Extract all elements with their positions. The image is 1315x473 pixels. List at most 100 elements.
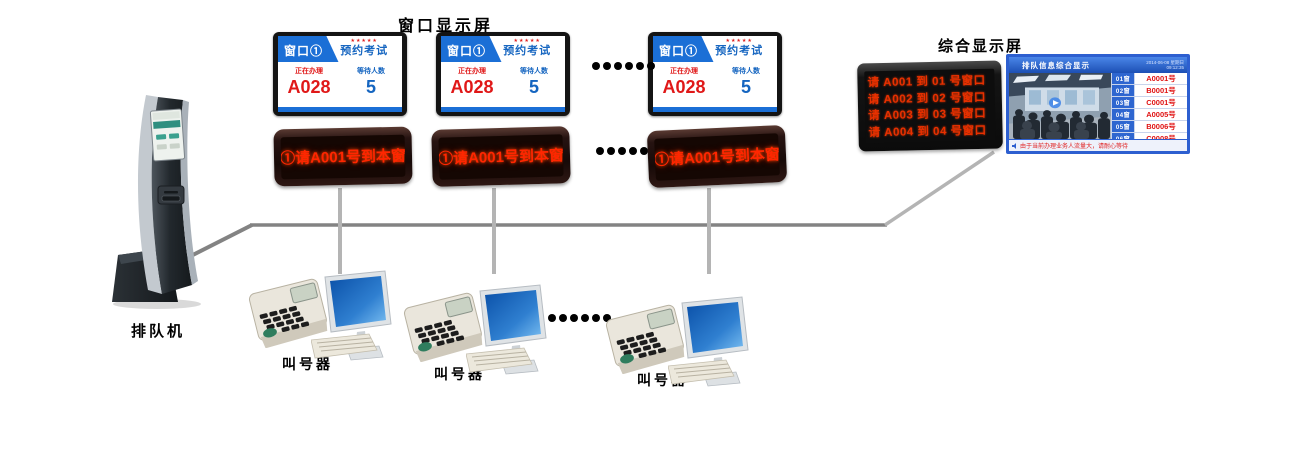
stars-row: ★★★★★	[725, 38, 753, 44]
window-name: 窗口①	[659, 44, 699, 58]
led-screen: ①请A001号到本窗	[280, 134, 406, 179]
comprehensive-led-board: 请 A001 到 01 号窗口 请 A002 到 02 号窗口 请 A003 到…	[857, 60, 1003, 152]
waiting-column: 等待人数 5	[503, 62, 565, 106]
speaker-icon	[1012, 142, 1016, 149]
led-line-2: 请 A002 到 02 号窗口	[867, 91, 987, 106]
caller-keypad	[248, 278, 328, 348]
call-row: 01窗 A0001号	[1112, 73, 1187, 84]
window-display-header: 窗口① ★★★★★ 预约考试	[653, 36, 777, 62]
bottom-strip	[441, 107, 565, 112]
now-serving-label: 正在办理	[670, 68, 698, 75]
caller-terminal-2	[402, 280, 552, 380]
comprehensive-tv-display: 排队信息综合显示 2014-06-08 星期日 09:12:35	[1006, 54, 1190, 154]
call-row: 04窗 A0005号	[1112, 109, 1187, 120]
waiting-label: 等待人数	[732, 68, 760, 75]
window-display-2: 窗口① ★★★★★ 预约考试 正在办理 A028 等待人数 5	[436, 32, 570, 116]
queue-kiosk	[112, 90, 217, 310]
service-name: 预约考试	[715, 45, 764, 57]
hall-photo	[1009, 73, 1111, 139]
tv-ticker: 由于当前办理业务人流量大，请耐心等待	[1009, 139, 1187, 151]
kiosk-screen	[149, 108, 186, 162]
window-led-panel-3: ①请A001号到本窗	[646, 124, 788, 189]
window-cell: 05窗	[1112, 121, 1134, 132]
number-cell: B0006号	[1135, 121, 1187, 132]
window-display-body: 正在办理 A028 等待人数 5	[278, 62, 402, 106]
window-display-screen: 窗口① ★★★★★ 预约考试 正在办理 A028 等待人数 5	[441, 36, 565, 112]
service-tab: ★★★★★ 预约考试	[701, 36, 777, 62]
led-call-text: ①请A001号到本窗	[654, 146, 780, 169]
window-cell: 03窗	[1112, 97, 1134, 108]
label-comprehensive-display: 综合显示屏	[938, 38, 1024, 55]
call-row: 06窗 C0008号	[1112, 133, 1187, 139]
call-row: 03窗 C0001号	[1112, 97, 1187, 108]
service-name: 预约考试	[503, 45, 552, 57]
stars-row: ★★★★★	[350, 38, 378, 44]
window-led-panel-2: ①请A001号到本窗	[431, 126, 571, 187]
window-display-screen: 窗口① ★★★★★ 预约考试 正在办理 A028 等待人数 5	[278, 36, 402, 112]
window-display-body: 正在办理 A028 等待人数 5	[441, 62, 565, 106]
led-line-1: 请 A001 到 01 号窗口	[867, 74, 986, 90]
caller-terminal-1	[247, 266, 397, 366]
number-cell: A0001号	[1135, 73, 1187, 84]
service-tab: ★★★★★ 预约考试	[489, 36, 565, 62]
label-kiosk: 排队机	[131, 323, 186, 340]
window-display-1: 窗口① ★★★★★ 预约考试 正在办理 A028 等待人数 5	[273, 32, 407, 116]
caller-monitor	[311, 270, 392, 361]
ellipsis-dots-window-row	[592, 62, 655, 70]
wire-bus-to-comprehensive-display	[884, 150, 995, 227]
now-serving-number: A028	[662, 77, 706, 97]
caller-terminal-3	[604, 292, 754, 392]
tv-time: 09:12:35	[1166, 65, 1184, 70]
service-tab: ★★★★★ 预约考试	[326, 36, 402, 62]
window-display-header: 窗口① ★★★★★ 预约考试	[278, 36, 402, 62]
stars-row: ★★★★★	[513, 38, 541, 44]
window-cell: 01窗	[1112, 73, 1134, 84]
window-display-body: 正在办理 A028 等待人数 5	[653, 62, 777, 106]
now-serving-column: 正在办理 A028	[653, 62, 715, 106]
window-display-screen: 窗口① ★★★★★ 预约考试 正在办理 A028 等待人数 5	[653, 36, 777, 112]
waiting-column: 等待人数 5	[340, 62, 402, 106]
led-screen: ①请A001号到本窗	[654, 132, 780, 181]
now-serving-label: 正在办理	[295, 68, 323, 75]
tv-call-list: 01窗 A0001号 02窗 B0001号 03窗 C0001号 04窗 A00…	[1111, 73, 1187, 139]
label-window-displays: 窗口显示屏	[398, 18, 494, 35]
tv-video-feed	[1009, 73, 1111, 139]
now-serving-column: 正在办理 A028	[278, 62, 340, 106]
window-cell: 02窗	[1112, 85, 1134, 96]
waiting-count: 5	[365, 77, 376, 97]
number-cell: C0001号	[1135, 97, 1187, 108]
kiosk-illustration	[112, 95, 201, 309]
led-line-4: 请 A004 到 04 号窗口	[868, 124, 987, 140]
window-led-panel-1: ①请A001号到本窗	[273, 126, 413, 187]
service-name: 预约考试	[340, 45, 389, 57]
tv-date: 2014-06-08 星期日	[1146, 59, 1184, 65]
number-cell: C0008号	[1135, 133, 1187, 139]
window-name: 窗口①	[447, 44, 487, 58]
bottom-strip	[278, 107, 402, 112]
caller-keypad	[403, 292, 483, 362]
waiting-count: 5	[528, 77, 539, 97]
now-serving-number: A028	[450, 77, 494, 97]
led-call-text: ①请A001号到本窗	[280, 147, 406, 168]
now-serving-column: 正在办理 A028	[441, 62, 503, 106]
number-cell: B0001号	[1135, 85, 1187, 96]
call-row: 05窗 B0006号	[1112, 121, 1187, 132]
label-caller-1: 叫号器	[282, 356, 333, 372]
led-screen: ①请A001号到本窗	[438, 133, 564, 180]
comprehensive-led-screen: 请 A001 到 01 号窗口 请 A002 到 02 号窗口 请 A003 到…	[864, 68, 996, 144]
waiting-count: 5	[740, 77, 751, 97]
call-row: 02窗 B0001号	[1112, 85, 1187, 96]
now-serving-label: 正在办理	[458, 68, 486, 75]
caller-monitor	[466, 284, 547, 375]
kiosk-printer-slot	[157, 185, 185, 205]
ellipsis-dots-device-row	[548, 314, 611, 322]
waiting-column: 等待人数 5	[715, 62, 777, 106]
led-call-text: ①请A001号到本窗	[438, 147, 564, 168]
window-name: 窗口①	[284, 44, 324, 58]
now-serving-number: A028	[287, 77, 331, 97]
tv-main: 01窗 A0001号 02窗 B0001号 03窗 C0001号 04窗 A00…	[1009, 73, 1187, 139]
ticker-text: 由于当前办理业务人流量大，请耐心等待	[1020, 144, 1129, 150]
waiting-label: 等待人数	[357, 68, 385, 75]
